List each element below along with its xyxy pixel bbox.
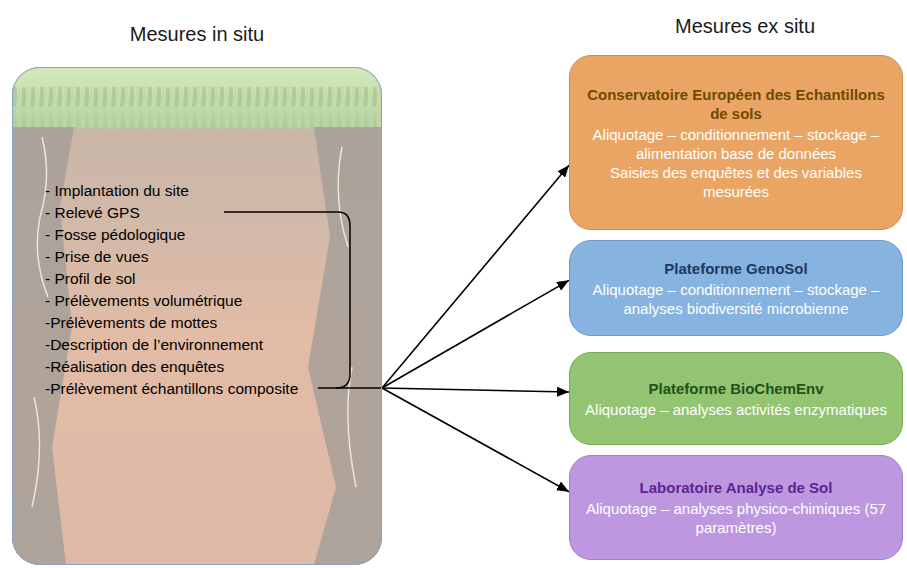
- photo-fade: [12, 67, 382, 565]
- bracket-stub: [336, 387, 383, 389]
- in-situ-panel: Mesures in situ- Implantation du site- R…: [12, 67, 382, 565]
- box-heading: Conservatoire Européen des Echantillons …: [582, 85, 890, 123]
- box-body: Saisies des enquêtes et des variables me…: [582, 163, 890, 201]
- box-heading: Plateforme BioChemEnv: [648, 379, 823, 398]
- list-item: -Prélèvement échantillons composite: [45, 378, 298, 400]
- bracket-line: [224, 212, 350, 388]
- box-body: Aliquotage – analyses physico-chimiques …: [582, 499, 890, 537]
- list-item: - Prise de vues: [45, 246, 298, 268]
- list-item: -Description de l’environnement: [45, 334, 298, 356]
- process-box: Plateforme GenoSolAliquotage – condition…: [569, 240, 903, 336]
- box-body: Aliquotage – analyses activités enzymati…: [585, 400, 887, 419]
- arrow-connector: [382, 388, 569, 492]
- list-item: - Relevé GPS: [45, 202, 298, 224]
- photo-content: [12, 67, 382, 565]
- list-item: -Réalisation des enquêtes: [45, 356, 298, 378]
- box-body: Aliquotage – conditionnement – stockage …: [582, 280, 890, 318]
- text-list: - Implantation du site- Relevé GPS- Foss…: [45, 180, 298, 400]
- box-heading: Plateforme GenoSol: [664, 259, 807, 278]
- soil-horizons: [12, 67, 382, 565]
- box-heading: Laboratoire Analyse de Sol: [640, 478, 833, 497]
- process-box: Plateforme BioChemEnvAliquotage – analys…: [569, 352, 903, 445]
- group-heading: Mesures ex situ: [583, 14, 907, 38]
- list-item: -Prélèvements de mottes: [45, 312, 298, 334]
- list-item: - Profil de sol: [45, 268, 298, 290]
- list-item: - Implantation du site: [45, 180, 298, 202]
- process-box: Laboratoire Analyse de SolAliquotage – a…: [569, 455, 903, 560]
- process-box: Conservatoire Européen des Echantillons …: [569, 55, 903, 230]
- list-item: - Prélèvements volumétrique: [45, 290, 298, 312]
- panel-heading: Mesures in situ: [13, 22, 381, 46]
- arrow-connector: [382, 165, 569, 388]
- arrow-connector: [382, 388, 569, 392]
- box-body: Aliquotage – conditionnement – stockage …: [582, 125, 890, 163]
- list-item: - Fosse pédologique: [45, 224, 298, 246]
- arrow-connector: [382, 280, 569, 388]
